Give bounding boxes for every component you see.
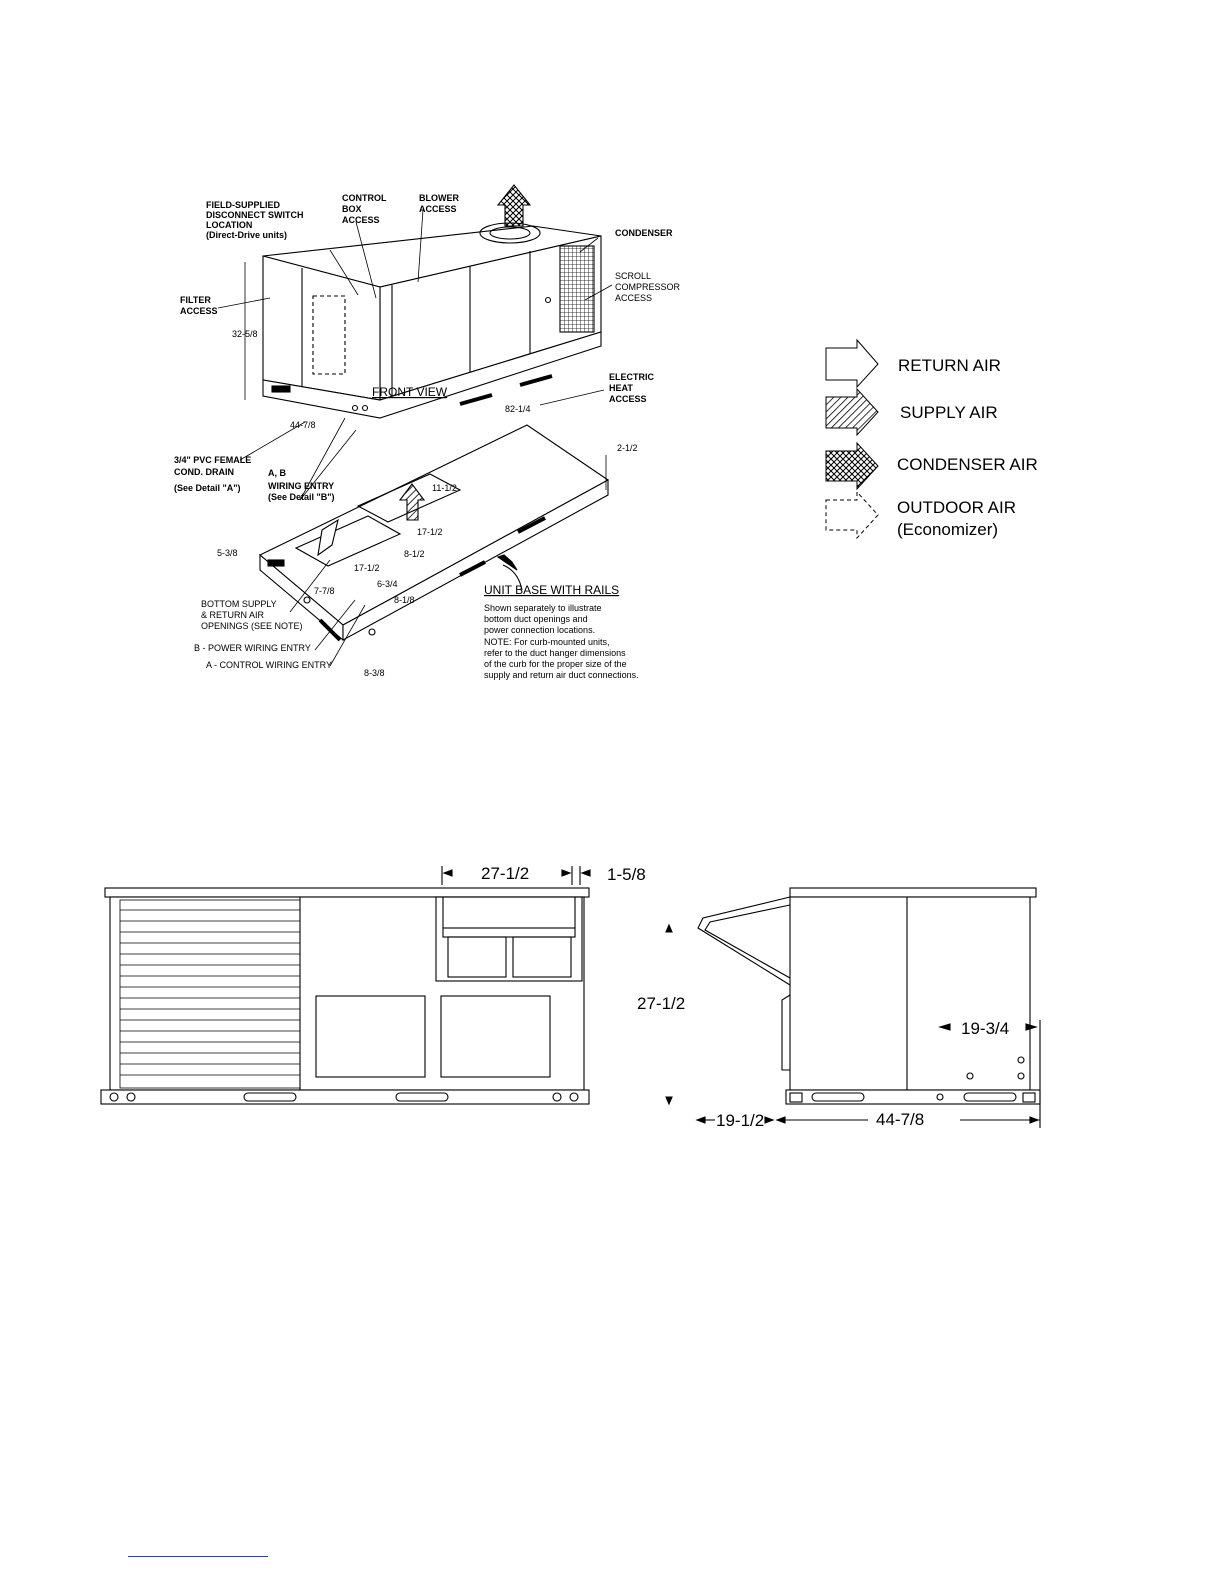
- legend-return-air: RETURN AIR: [898, 356, 1001, 375]
- note-line-3: power connection locations.: [484, 625, 595, 635]
- dim-d8: 8-1/8: [394, 595, 415, 605]
- legend-outdoor-air: OUTDOOR AIR: [897, 498, 1016, 517]
- condenser-grill: [119, 899, 301, 1089]
- callout-bottom-2: & RETURN AIR: [201, 610, 265, 620]
- note-line-7: supply and return air duct connections.: [484, 670, 639, 680]
- callout-electric-heat-2: HEAT: [609, 383, 633, 393]
- front-dim-offset: 1-5/8: [607, 865, 646, 884]
- callout-scroll-1: SCROLL: [615, 271, 651, 281]
- callout-pvc-1: 3/4" PVC FEMALE: [174, 455, 251, 465]
- callout-electric-heat-3: ACCESS: [609, 394, 647, 404]
- front-view-label: FRONT VIEW: [372, 385, 448, 399]
- dim-height: 32-5/8: [232, 329, 258, 339]
- side-dim-hood: 19-1/2: [716, 1111, 764, 1130]
- note-line-6: of the curb for the proper size of the: [484, 659, 627, 669]
- dim-d3: 8-1/2: [404, 549, 425, 559]
- callout-power-wiring: B - POWER WIRING ENTRY: [194, 643, 311, 653]
- callout-field-supplied-2: DISCONNECT SWITCH: [206, 210, 304, 220]
- unit-base-label: UNIT BASE WITH RAILS: [484, 583, 619, 597]
- note-line-2: bottom duct openings and: [484, 614, 588, 624]
- dim-d9: 8-3/8: [364, 668, 385, 678]
- dim-d4: 17-1/2: [354, 563, 380, 573]
- isometric-unit: [262, 184, 602, 419]
- callout-control-box-3: ACCESS: [342, 215, 380, 225]
- airflow-legend: [825, 338, 879, 540]
- callout-filter-1: FILTER: [180, 295, 211, 305]
- callout-blower-2: ACCESS: [419, 204, 457, 214]
- dim-d5: 5-3/8: [217, 548, 238, 558]
- side-dim-right: 19-3/4: [961, 1019, 1009, 1038]
- callout-bottom-1: BOTTOM SUPPLY: [201, 599, 277, 609]
- note-line-1: Shown separately to illustrate: [484, 603, 602, 613]
- legend-supply-air: SUPPLY AIR: [900, 403, 998, 422]
- dim-rail: 2-1/2: [617, 443, 638, 453]
- outdoor-air-arrow-icon: [825, 490, 879, 540]
- callout-control-box-1: CONTROL: [342, 193, 387, 203]
- callout-control-wiring: A - CONTROL WIRING ENTRY: [206, 660, 332, 670]
- side-elevation: [665, 887, 1041, 1128]
- callout-condenser: CONDENSER: [615, 228, 673, 238]
- callout-wiring-2: WIRING ENTRY: [268, 481, 334, 491]
- dim-d7: 6-3/4: [377, 579, 398, 589]
- callout-field-supplied-4: (Direct-Drive units): [206, 230, 287, 240]
- front-elevation: [100, 866, 591, 1105]
- callout-control-box-2: BOX: [342, 204, 362, 214]
- supply-air-arrow-icon: [825, 387, 879, 437]
- callout-scroll-3: ACCESS: [615, 293, 652, 303]
- dim-width: 44-7/8: [290, 420, 316, 430]
- callout-bottom-3: OPENINGS (SEE NOTE): [201, 621, 303, 631]
- callout-pvc-3: (See Detail "A"): [174, 483, 241, 493]
- footer-rule: [128, 1556, 268, 1557]
- note-line-5: refer to the duct hanger dimensions: [484, 648, 626, 658]
- legend-economizer: (Economizer): [897, 520, 998, 539]
- legend-condenser-air: CONDENSER AIR: [897, 455, 1038, 474]
- iso-dimension-lines: [217, 209, 613, 667]
- side-dim-width: 44-7/8: [876, 1110, 924, 1129]
- dim-d6: 7-7/8: [314, 586, 335, 596]
- callout-wiring-3: (See Detail "B"): [268, 492, 335, 502]
- callout-electric-heat-1: ELECTRIC: [609, 372, 655, 382]
- dim-d2: 17-1/2: [417, 527, 443, 537]
- callout-field-supplied-1: FIELD-SUPPLIED: [206, 200, 281, 210]
- callout-filter-2: ACCESS: [180, 306, 218, 316]
- note-line-4: NOTE: For curb-mounted units,: [484, 637, 610, 647]
- front-dim-opening: 27-1/2: [481, 864, 529, 883]
- callout-pvc-2: COND. DRAIN: [174, 467, 234, 477]
- dim-d1: 11-1/2: [432, 483, 457, 493]
- callout-wiring-1: A, B: [268, 468, 287, 478]
- condenser-air-arrow-icon: [825, 441, 879, 491]
- return-air-arrow-icon: [825, 338, 879, 389]
- callout-blower-1: BLOWER: [419, 193, 459, 203]
- dim-length: 82-1/4: [505, 404, 531, 414]
- side-dim-height: 27-1/2: [637, 994, 685, 1013]
- callout-scroll-2: COMPRESSOR: [615, 282, 681, 292]
- callout-field-supplied-3: LOCATION: [206, 220, 252, 230]
- iso-callout-labels: FIELD-SUPPLIED DISCONNECT SWITCH LOCATIO…: [174, 193, 681, 680]
